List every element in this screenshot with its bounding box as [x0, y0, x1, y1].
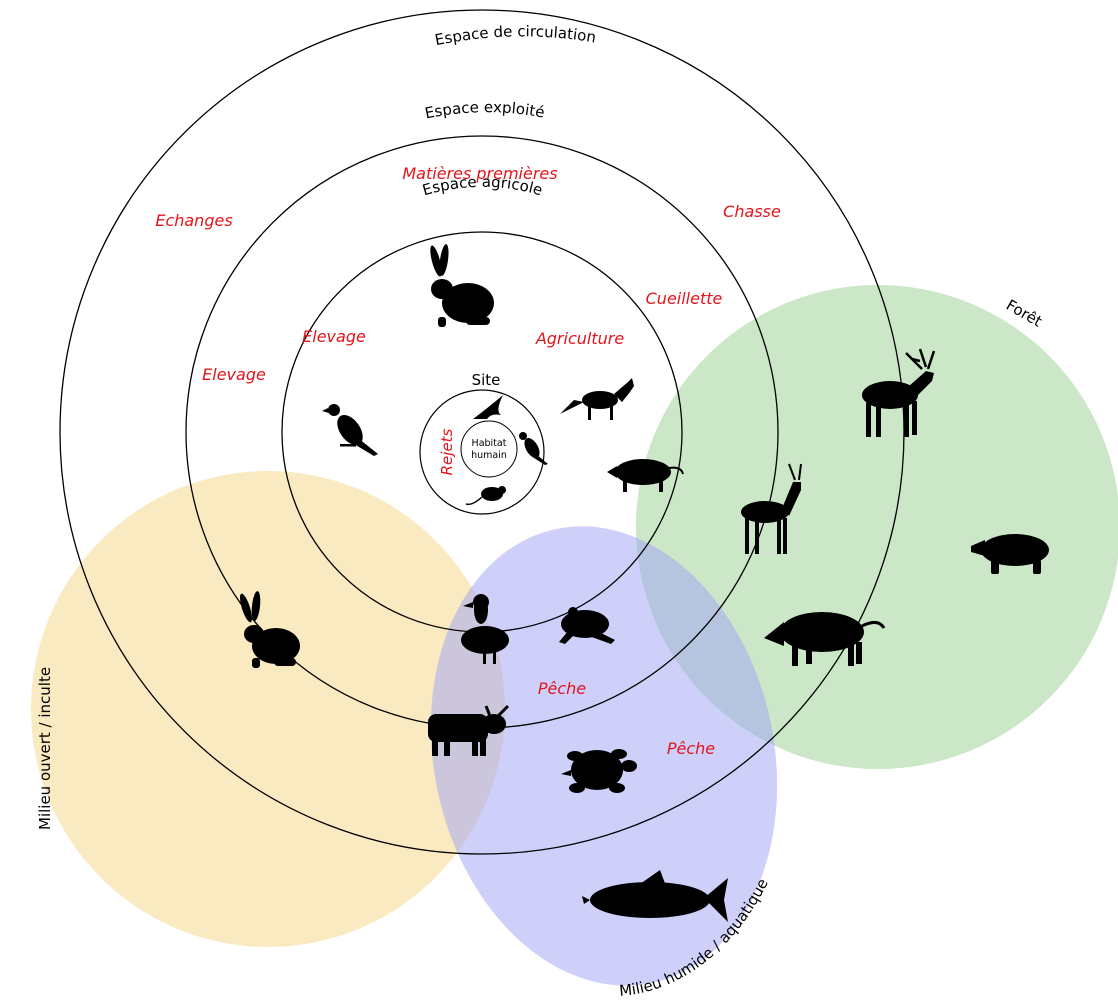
- boar-icon: [764, 612, 886, 666]
- crow-small-icon: [519, 432, 548, 465]
- activity-elevage-outer: Elevage: [202, 365, 266, 384]
- fish-icon: [582, 870, 728, 922]
- exploited-label: Espace exploité: [423, 98, 546, 122]
- duck-icon: [461, 594, 509, 664]
- activity-chasse: Chasse: [723, 202, 781, 221]
- crow-icon: [322, 404, 378, 456]
- cow-icon: [428, 704, 510, 756]
- activity-matieres: Matières premières: [402, 164, 557, 183]
- elk-icon: [862, 348, 936, 437]
- activity-elevage-inner: Elevage: [302, 327, 366, 346]
- swallow-icon: [473, 395, 503, 419]
- frog-icon: [559, 607, 615, 644]
- activity-peche-inner: Pêche: [538, 679, 586, 698]
- turtle-icon: [561, 749, 637, 793]
- fox-icon: [560, 378, 634, 420]
- forest-zone: [636, 285, 1118, 769]
- rabbit-icon: [430, 244, 494, 327]
- activity-cueillette: Cueillette: [646, 289, 723, 308]
- activity-echanges: Echanges: [155, 211, 232, 230]
- activity-rejets: Rejets: [438, 428, 456, 475]
- activity-peche-outer: Pêche: [667, 739, 715, 758]
- deer-icon: [741, 463, 802, 554]
- open-land-zone: [31, 471, 505, 947]
- site-label: Site: [472, 371, 501, 389]
- boar-icon: [607, 459, 684, 492]
- badger-icon: [971, 534, 1049, 574]
- site-ring: [419, 389, 545, 515]
- habitat-label-line2: humain: [471, 450, 507, 461]
- circulation-label: Espace de circulation: [433, 22, 597, 49]
- habitat-label-line1: Habitat: [472, 438, 507, 449]
- open-land-label: Milieu ouvert / inculte: [36, 667, 54, 830]
- rabbit-icon: [240, 591, 300, 668]
- activity-agriculture: Agriculture: [535, 329, 625, 348]
- habitat-circle: [460, 420, 518, 478]
- rat-icon: [465, 486, 506, 506]
